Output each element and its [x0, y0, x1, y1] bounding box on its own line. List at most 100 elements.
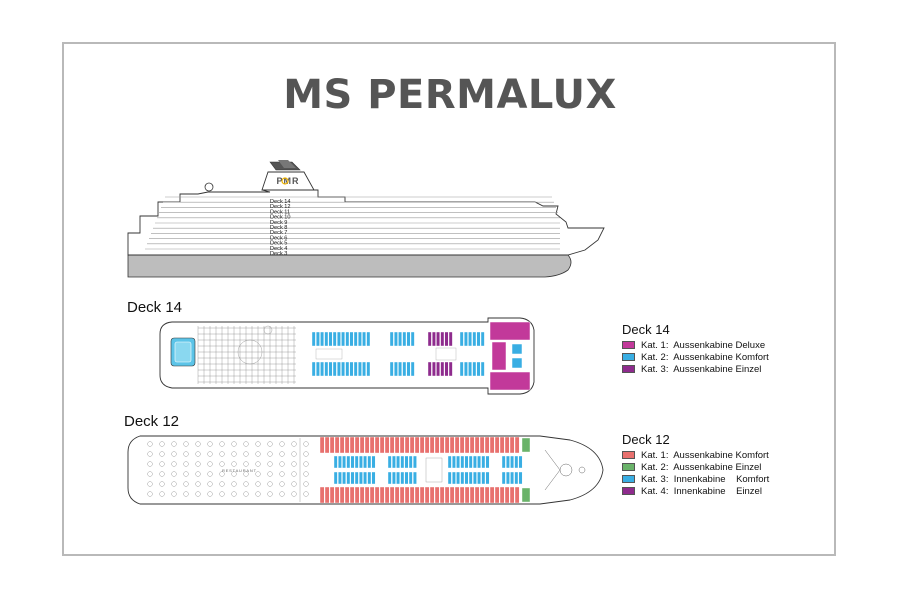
deck12-table — [291, 471, 297, 477]
deck12-table — [219, 481, 225, 487]
deck12-table — [243, 451, 249, 457]
deck12-cabin — [371, 471, 376, 485]
deck12-cabin — [473, 455, 477, 469]
deck12-cabin — [434, 436, 440, 454]
deck12-cabin — [479, 436, 485, 454]
deck12-cabin — [404, 471, 409, 485]
deck14-cabin — [324, 361, 329, 377]
deck12-cabin — [424, 486, 430, 504]
deck12-cabin — [389, 486, 395, 504]
deck14-cabin — [459, 361, 464, 377]
ship-deck-label: Deck 4 — [270, 246, 287, 252]
deck12-cabin — [481, 471, 486, 485]
deck12-cabin — [329, 436, 335, 454]
ship-dome — [204, 182, 214, 192]
deck14-cabin — [328, 331, 333, 347]
deck12-cabin — [454, 436, 460, 454]
deck12-table — [183, 461, 189, 467]
deck12-cabin — [489, 436, 495, 454]
deck12-cabin — [514, 436, 520, 454]
deck12-cabin — [506, 455, 510, 469]
deck12-table — [147, 441, 153, 447]
deck12-table — [231, 441, 237, 447]
ship-deck-label: Deck 5 — [270, 241, 287, 247]
ship-deck-label: Deck 3 — [270, 251, 287, 257]
deck12-cabin — [399, 486, 405, 504]
legend-swatch — [622, 365, 635, 373]
deck14-fixture — [263, 325, 273, 335]
deck12-table — [171, 471, 177, 477]
deck14-cabin — [468, 331, 472, 347]
deck12-cabin — [494, 486, 500, 504]
deck14-cabin — [444, 331, 449, 347]
deck12-cabin — [354, 436, 360, 454]
deck12-table — [255, 461, 261, 467]
legend-swatch — [622, 451, 635, 459]
deck12-cabin — [319, 436, 325, 454]
deck12-cabin — [408, 455, 413, 469]
deck12-cabin — [484, 486, 490, 504]
deck14-corridor-block — [315, 348, 343, 360]
deck14-cabin — [436, 361, 440, 377]
deck14-cabin — [476, 361, 481, 377]
deck12-table — [279, 491, 285, 497]
legend-swatch — [622, 353, 635, 361]
ship-deck-label: Deck 8 — [270, 225, 287, 231]
deck12-table — [183, 471, 189, 477]
deck12-cabin — [342, 455, 346, 469]
deck12-table — [291, 441, 297, 447]
deck14-cabin — [362, 361, 366, 377]
deck12-cabin — [333, 455, 338, 469]
deck12-cabin — [456, 455, 460, 469]
deck12-table — [267, 491, 273, 497]
deck14-cabin — [406, 361, 411, 377]
deck12-table — [219, 491, 225, 497]
deck12-table — [255, 481, 261, 487]
deck12-cabin — [350, 471, 355, 485]
deck12-bow-fixture — [578, 466, 586, 474]
deck12-table — [291, 481, 297, 487]
deck12-cabin — [509, 436, 515, 454]
deck12-legend-title: Deck 12 — [622, 432, 670, 447]
deck12-table — [183, 491, 189, 497]
deck14-cabin — [402, 361, 407, 377]
deck12-cabin — [464, 471, 469, 485]
deck12-cabin — [439, 436, 445, 454]
deck12-cabin — [477, 471, 481, 485]
deck12-table — [303, 441, 309, 447]
deck12-cabin — [334, 436, 340, 454]
deck14-cabin — [511, 357, 523, 369]
deck12-cabin — [460, 471, 465, 485]
deck12-cabin — [414, 486, 420, 504]
deck12-cabin — [346, 455, 351, 469]
deck12-cabin — [364, 436, 370, 454]
deck12-table — [291, 461, 297, 467]
deck12-cabin — [344, 486, 350, 504]
deck12-cabin — [396, 455, 400, 469]
deck12-cabin — [464, 486, 470, 504]
legend-text: Kat. 3: Aussenkabine Einzel — [641, 363, 762, 375]
deck12-cabin — [501, 471, 506, 485]
deck14-cabin — [358, 361, 362, 377]
deck12-cabin — [468, 455, 473, 469]
deck12-table — [243, 471, 249, 477]
deck12-cabin — [400, 455, 405, 469]
deck12-cabin — [333, 471, 338, 485]
deck12-legend: Deck 12 Kat. 1: Aussenkabine Komfort Kat… — [622, 432, 769, 497]
deck14-cabin — [402, 331, 407, 347]
deck12-cabin — [464, 455, 469, 469]
deck12-cabin — [459, 436, 465, 454]
deck12-cabin — [479, 486, 485, 504]
ship-superstructure — [127, 189, 605, 256]
deck14-cabin — [341, 361, 345, 377]
deck12-cabin — [404, 486, 410, 504]
deck14-cabin — [341, 331, 345, 347]
deck12-table — [231, 451, 237, 457]
deck12-table — [195, 481, 201, 487]
deck12-table — [159, 451, 165, 457]
deck12-table — [207, 461, 213, 467]
deck14-cabin — [440, 361, 445, 377]
deck14-cabin — [480, 331, 485, 347]
deck12-cabin — [499, 436, 505, 454]
